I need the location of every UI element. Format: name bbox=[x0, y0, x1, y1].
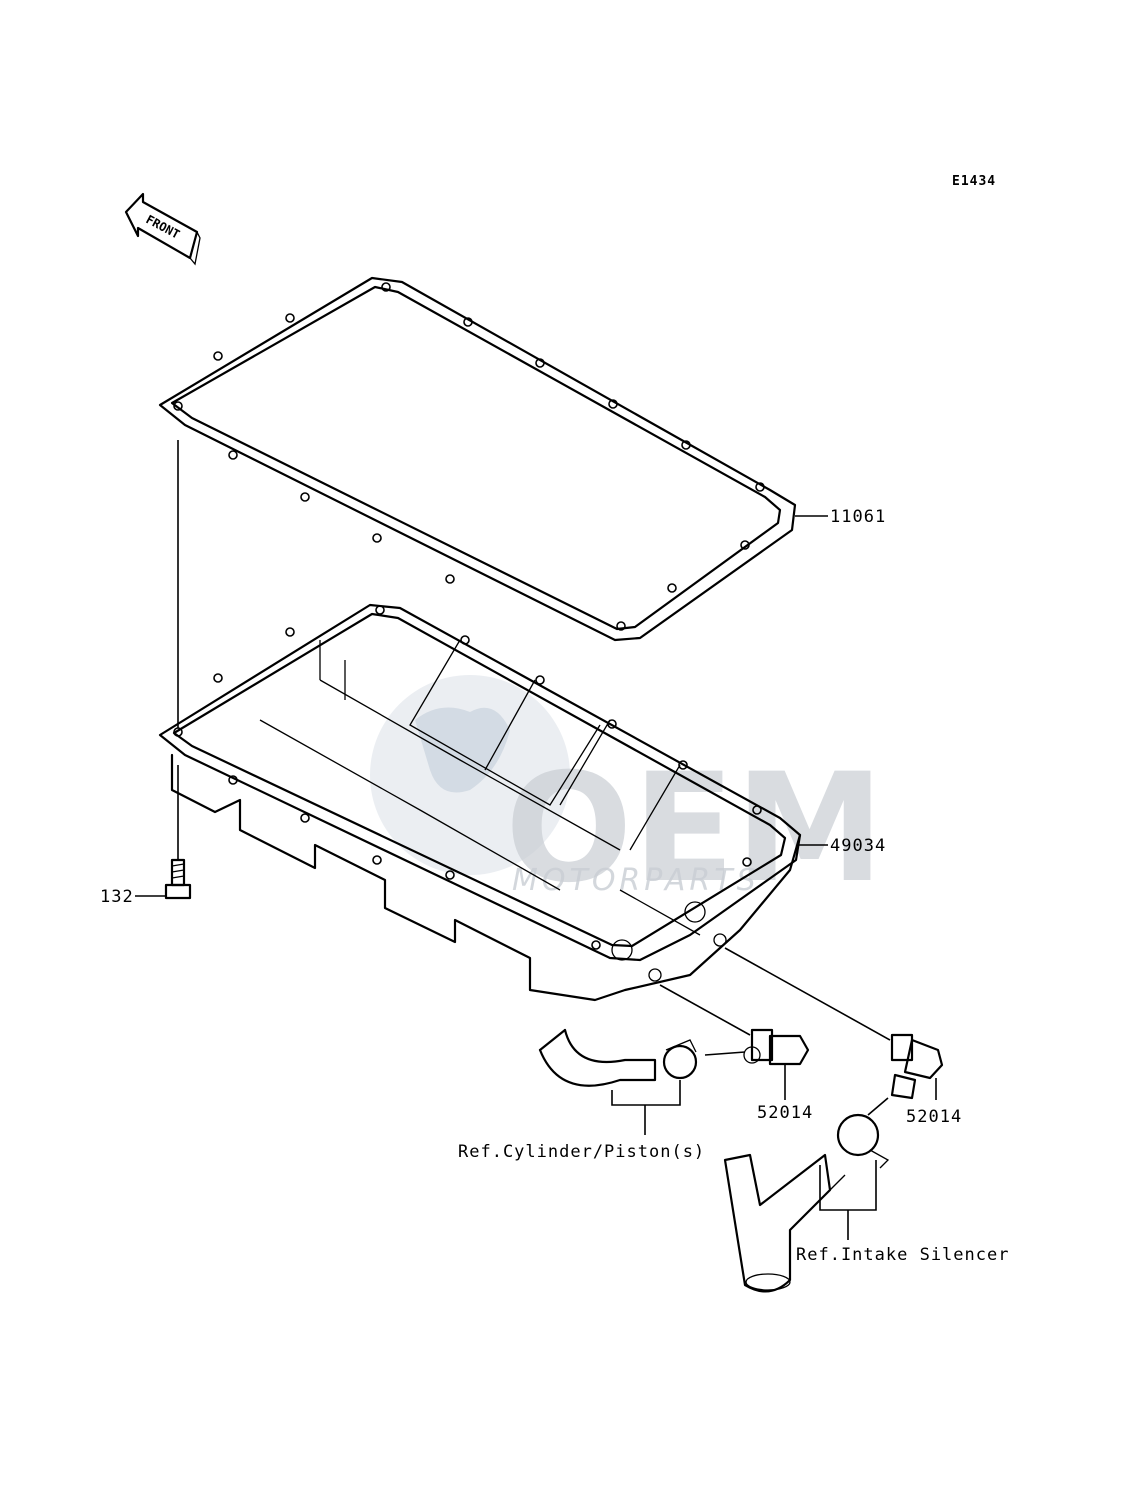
ref-intake-bracket bbox=[819, 1160, 877, 1240]
ref-intake-label: Ref.Intake Silencer bbox=[796, 1245, 1009, 1265]
front-label: FRONT bbox=[144, 212, 182, 241]
part-label-11061: 11061 bbox=[830, 507, 886, 527]
fitting-right-alignment bbox=[724, 947, 891, 1041]
hose-right bbox=[723, 1113, 890, 1293]
part-label-132: 132 bbox=[100, 887, 134, 907]
part-label-49034: 49034 bbox=[830, 836, 886, 856]
part-label-52014-right: 52014 bbox=[906, 1107, 962, 1127]
fitting-left-alignment bbox=[659, 984, 751, 1036]
ref-cylinder-bracket bbox=[611, 1080, 681, 1135]
oil-pan-49034 bbox=[158, 603, 802, 1002]
fitting-left-52014 bbox=[743, 1028, 810, 1066]
fitting-right-52014 bbox=[890, 1033, 944, 1100]
gasket-11061 bbox=[158, 276, 797, 642]
diagram-code: E1434 bbox=[952, 174, 996, 189]
fitting-left-hose-link bbox=[704, 1051, 746, 1056]
front-arrow-icon: FRONT bbox=[124, 192, 201, 266]
part-label-52014-left: 52014 bbox=[757, 1103, 813, 1123]
hose-left bbox=[538, 1028, 698, 1087]
clamp-right-link bbox=[867, 1097, 889, 1116]
bolt-132 bbox=[164, 858, 192, 900]
ref-cylinder-label: Ref.Cylinder/Piston(s) bbox=[458, 1142, 705, 1162]
watermark-sub: MOTORPARTS bbox=[512, 863, 760, 898]
